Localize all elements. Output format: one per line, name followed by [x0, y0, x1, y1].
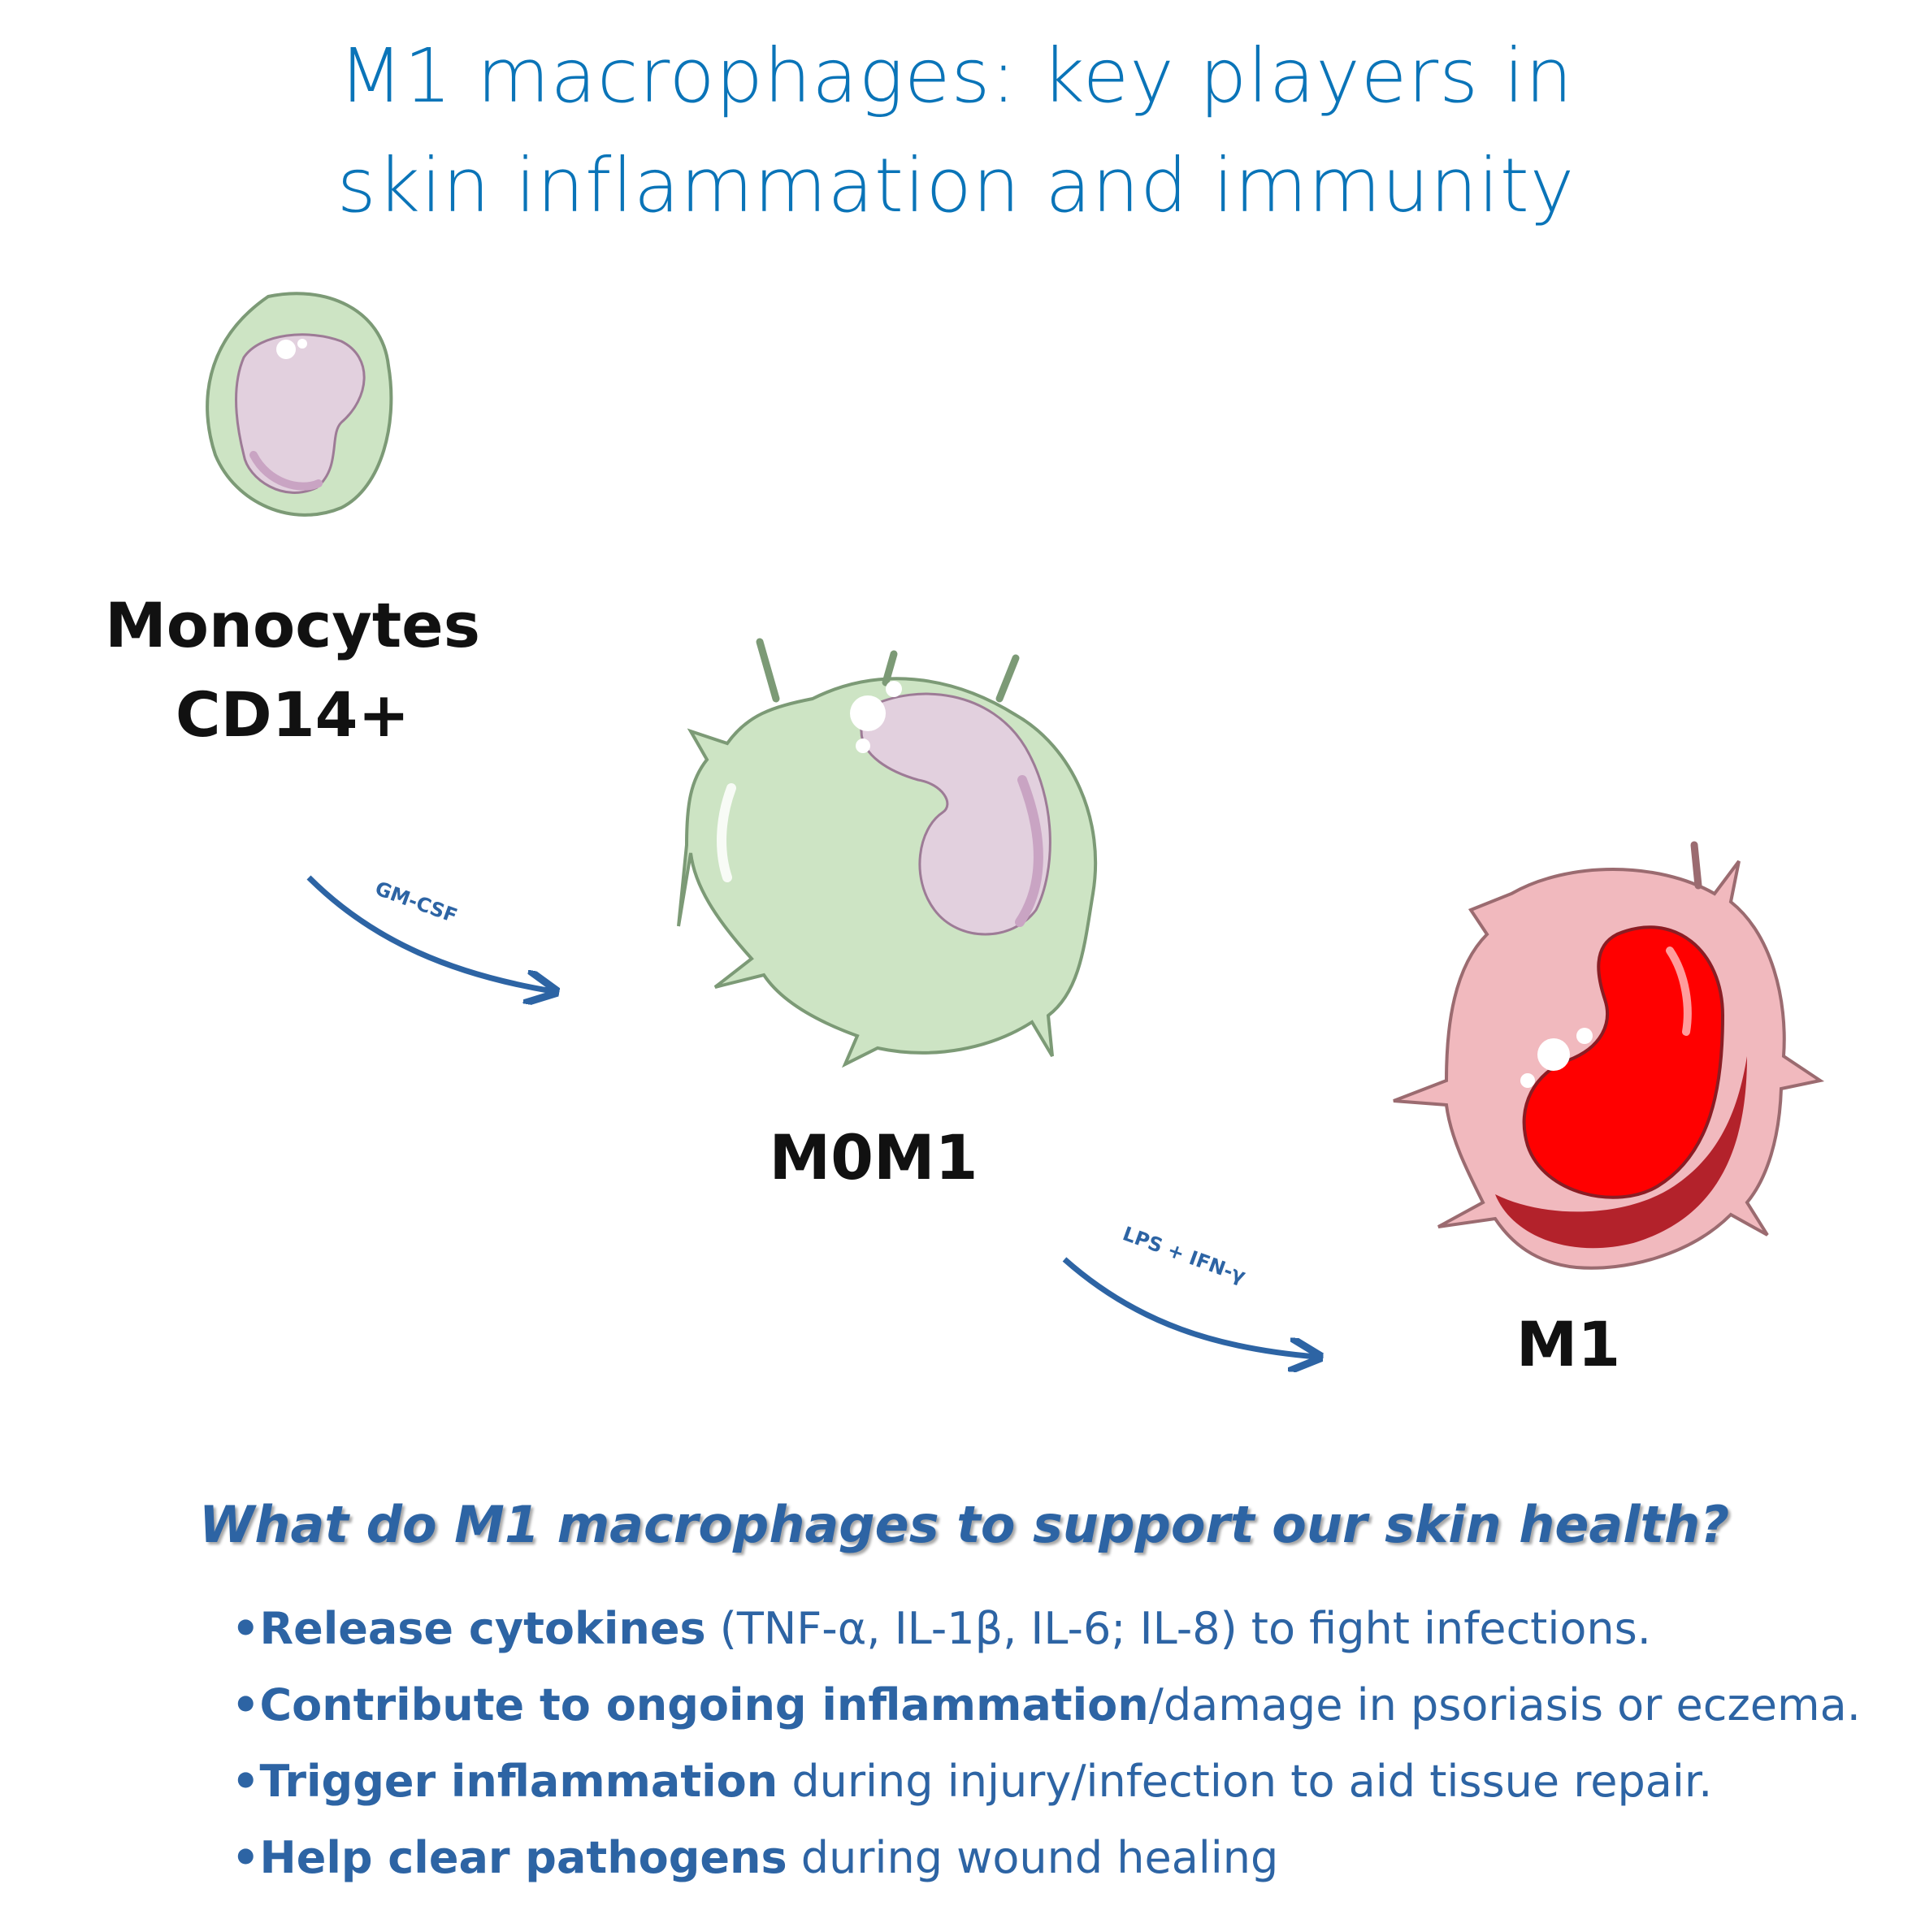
arrow-gm-csf: GM-CSF: [306, 875, 553, 991]
monocyte-cell: [206, 292, 393, 517]
list-item: •Contribute to ongoing inflammation/dama…: [232, 1667, 1897, 1744]
list-item-bold: •Help clear pathogens: [232, 1832, 787, 1883]
arrow-label-lps-ifn: LPS + IFN-γ: [1120, 1222, 1249, 1288]
stage-label-m1: M1: [1515, 1308, 1621, 1380]
arrow-label-gm-csf: GM-CSF: [372, 877, 461, 927]
m0-macrophage-cell: [677, 638, 1098, 1068]
stage-label-monocytes-line-2: CD14+: [175, 678, 410, 751]
list-item-text: /damage in psoriasis or eczema.: [1148, 1679, 1861, 1731]
list-item-bold: •Trigger inflammation: [232, 1756, 778, 1807]
list-item: •Trigger inflammation during injury/infe…: [232, 1744, 1897, 1820]
stage-label-m0: M0M1: [769, 1121, 978, 1193]
list-item-text: during wound healing: [787, 1832, 1279, 1883]
list-item-text: during injury/infection to aid tissue re…: [778, 1756, 1713, 1807]
arrow-lps-ifn: LPS + IFN-γ: [1062, 1222, 1316, 1357]
list-item: •Help clear pathogens during wound heali…: [232, 1820, 1897, 1896]
question-heading: What do M1 macrophages to support our sk…: [199, 1495, 1730, 1554]
benefits-list: •Release cytokines (TNF-α, IL-1β, IL-6; …: [232, 1591, 1897, 1896]
list-item-text: (TNF-α, IL-1β, IL-6; IL-8) to fight infe…: [705, 1603, 1651, 1654]
list-item: •Release cytokines (TNF-α, IL-1β, IL-6; …: [232, 1591, 1897, 1667]
page-title-line-1: M1 macrophages: key players in: [338, 32, 1574, 119]
stage-label-monocytes: Monocytes CD14+: [65, 581, 520, 760]
m1-macrophage-cell: [1393, 841, 1825, 1270]
list-item-bold: •Release cytokines: [232, 1603, 706, 1654]
stage-label-monocytes-line-1: Monocytes: [105, 589, 480, 661]
list-item-bold: •Contribute to ongoing inflammation: [232, 1679, 1149, 1731]
page-title-line-2: skin inflammation and immunity: [336, 142, 1576, 229]
